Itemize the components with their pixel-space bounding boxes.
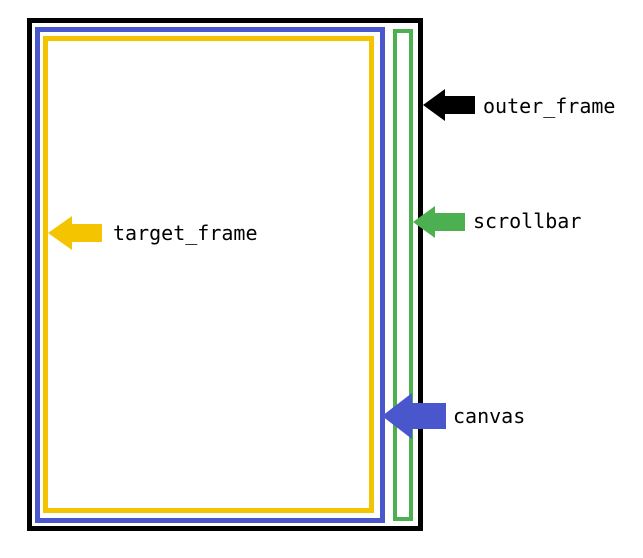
scrollbar-box bbox=[393, 29, 413, 521]
scrollbar-arrow-icon bbox=[413, 206, 465, 238]
target-frame-arrow-icon bbox=[48, 216, 102, 250]
canvas-box bbox=[35, 27, 385, 523]
scrollbar-label: scrollbar bbox=[473, 209, 582, 233]
outer-frame-label: outer_frame bbox=[483, 94, 616, 118]
target-frame-box bbox=[43, 36, 374, 513]
canvas-label: canvas bbox=[453, 404, 526, 428]
canvas-arrow-icon bbox=[382, 393, 446, 439]
target-frame-label: target_frame bbox=[113, 221, 258, 245]
outer-frame-arrow-icon bbox=[423, 89, 475, 121]
outer-frame-box bbox=[27, 18, 423, 531]
